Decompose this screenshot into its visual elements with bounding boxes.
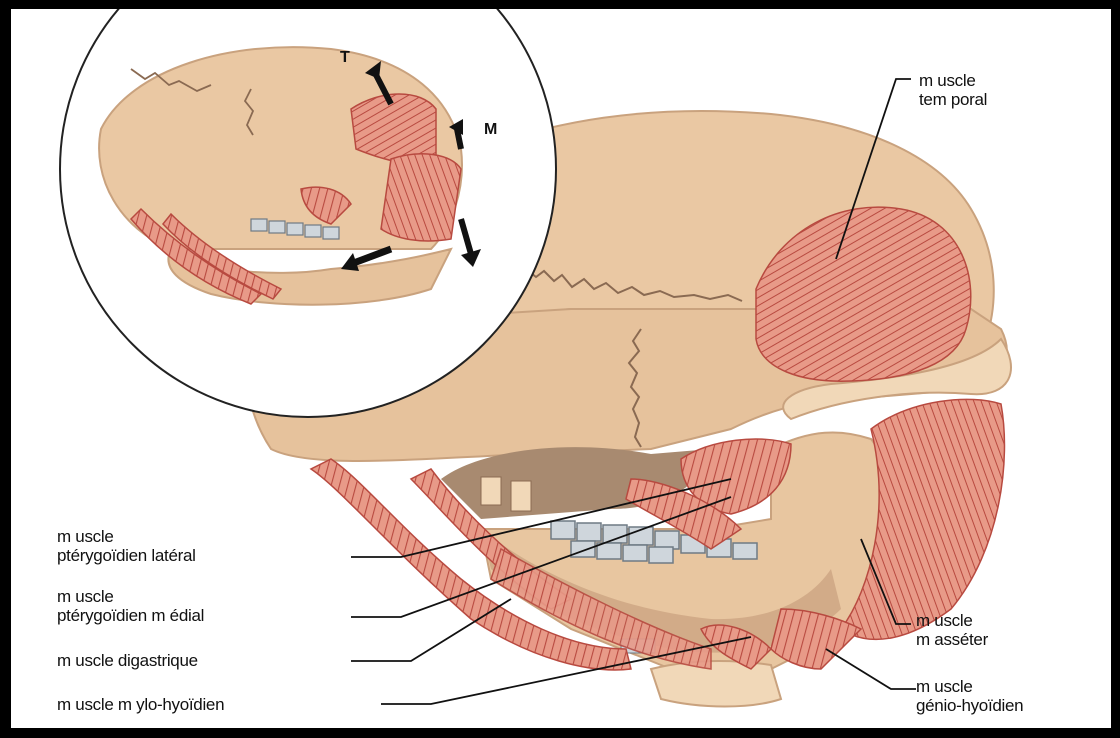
- label-pterygoid-lateral-line1: m uscle: [57, 527, 196, 546]
- label-geniohyoid-line2: génio-hyoïdien: [916, 696, 1023, 715]
- inset-marker-t: T: [340, 49, 350, 67]
- inset-marker-m: M: [484, 121, 497, 139]
- label-masseter: m uscle m asséter: [916, 611, 988, 649]
- label-digastric: m uscle digastrique: [57, 651, 198, 670]
- label-pterygoid-medial-line1: m uscle: [57, 587, 204, 606]
- label-temporal-line2: tem poral: [919, 90, 987, 109]
- label-masseter-line1: m uscle: [916, 611, 988, 630]
- label-pterygoid-lateral-line2: ptérygoïdien latéral: [57, 546, 196, 565]
- label-mylohyoid: m uscle m ylo-hyoïdien: [57, 695, 224, 714]
- label-pterygoid-medial-line2: ptérygoïdien m édial: [57, 606, 204, 625]
- label-pterygoid-medial: m uscle ptérygoïdien m édial: [57, 587, 204, 625]
- label-masseter-line2: m asséter: [916, 630, 988, 649]
- hyoid-bone: [651, 661, 781, 707]
- label-temporal: m uscle tem poral: [919, 71, 987, 109]
- figure-frame: m uscle tem poral m uscle ptérygoïdien l…: [11, 9, 1111, 728]
- label-temporal-line1: m uscle: [919, 71, 987, 90]
- leader-geniohyoid: [826, 649, 916, 689]
- label-pterygoid-lateral: m uscle ptérygoïdien latéral: [57, 527, 196, 565]
- label-geniohyoid: m uscle génio-hyoïdien: [916, 677, 1023, 715]
- label-geniohyoid-line1: m uscle: [916, 677, 1023, 696]
- inset-masseter-muscle: [381, 154, 461, 241]
- inset-temporal-muscle: [351, 94, 436, 163]
